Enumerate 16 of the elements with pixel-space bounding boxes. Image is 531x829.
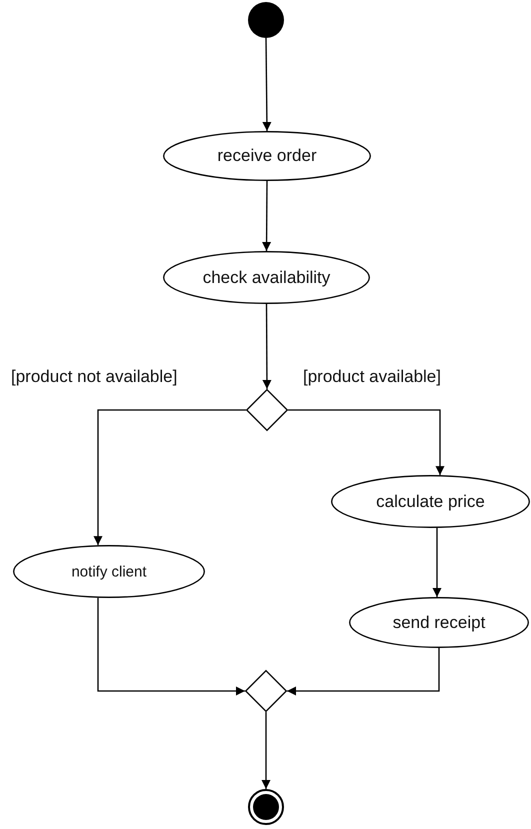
arrow [262,38,272,131]
action-label: calculate price [375,492,486,512]
arrow [288,409,444,476]
arrow [97,598,245,696]
guard-label: [product not available] [10,367,178,387]
action-label: check availability [202,268,332,288]
arrow [287,648,440,696]
arrow [262,181,272,251]
action-label: notify client [70,563,148,580]
arrow [94,409,246,546]
guard-label: [product available] [302,367,442,387]
arrow [262,304,272,389]
action-label: send receipt [392,612,486,632]
arrow [432,528,442,597]
action-label: receive order [216,146,318,166]
arrow [262,712,270,789]
